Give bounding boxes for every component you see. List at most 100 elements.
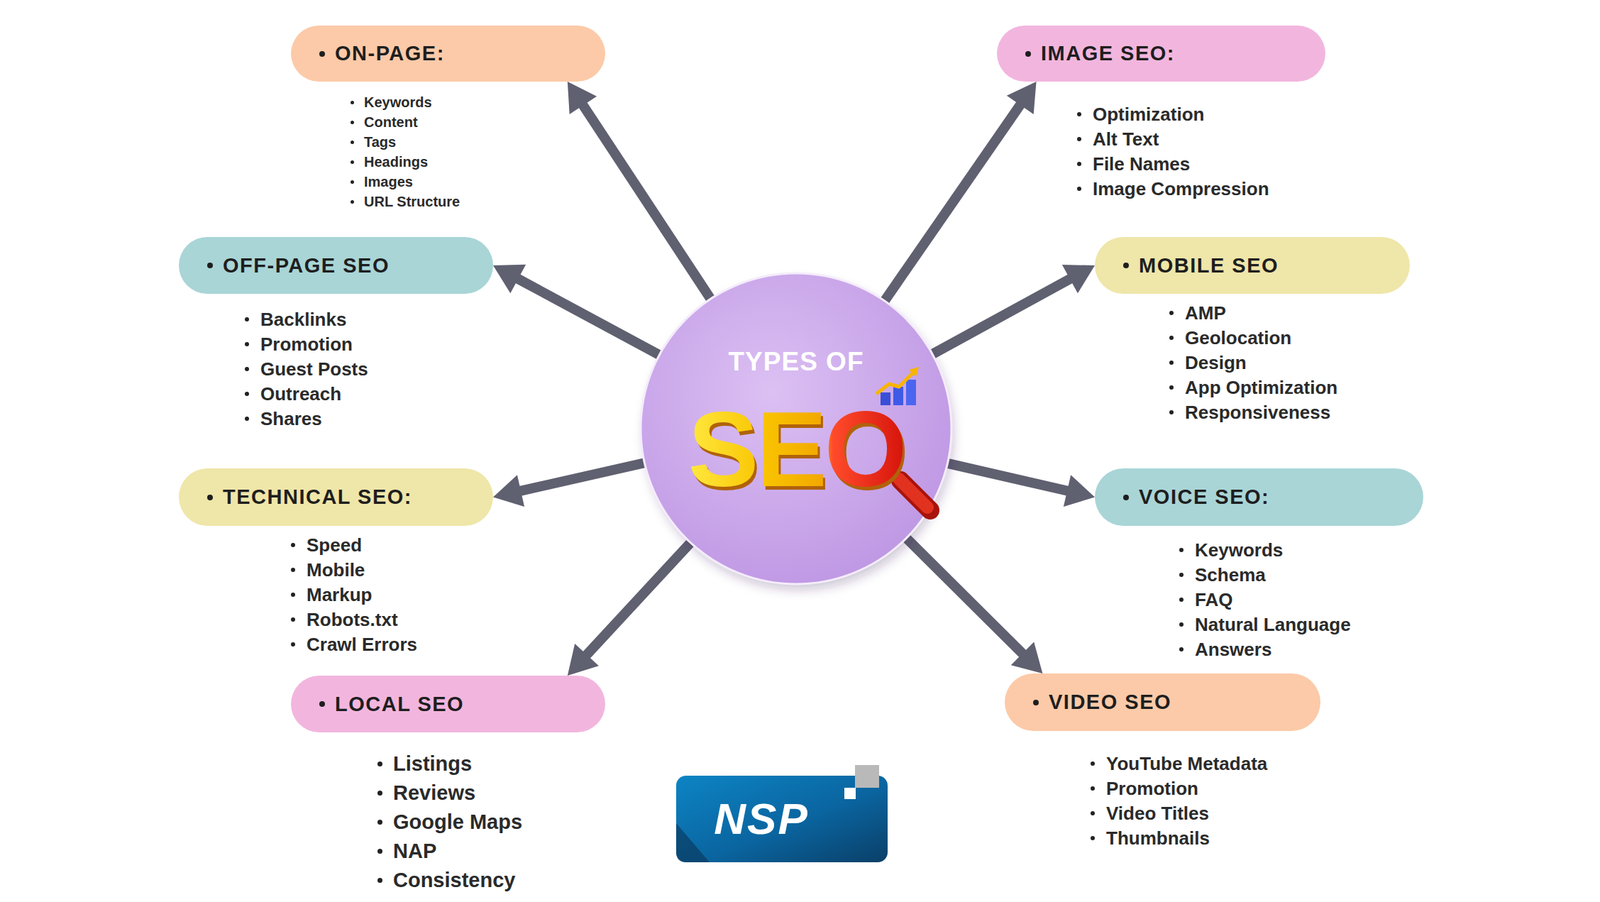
heading-bullet <box>1025 51 1031 57</box>
list-item: Video Titles <box>1089 802 1210 825</box>
list-item: Keywords <box>348 93 433 111</box>
list-item: Shares <box>243 407 323 430</box>
list-text: Robots.txt <box>306 608 399 631</box>
category-pill: MOBILE SEO <box>1094 236 1410 294</box>
heading-bullet <box>207 262 213 269</box>
arrow-head <box>1063 474 1095 507</box>
list-item: Outreach <box>243 383 342 406</box>
connector-arrow <box>493 264 660 355</box>
list-item: Schema <box>1177 564 1266 587</box>
list-text: File Names <box>1092 153 1190 176</box>
list-text: Shares <box>260 407 323 430</box>
list-text: Thumbnails <box>1106 827 1210 850</box>
list-text: Image Compression <box>1092 178 1270 201</box>
list-text: URL Structure <box>363 192 460 211</box>
list-text: Promotion <box>260 333 353 356</box>
list-item: Content <box>348 113 418 131</box>
connector-arrow <box>884 81 1037 301</box>
list-bullet <box>1077 161 1082 167</box>
category-heading: VOICE SEO: <box>1138 468 1270 526</box>
list-text: Geolocation <box>1184 327 1292 350</box>
connector-arrow <box>906 537 1043 674</box>
list-item: YouTube Metadata <box>1089 752 1268 775</box>
heading-bullet <box>319 701 325 707</box>
list-bullet <box>350 140 355 145</box>
list-item: Images <box>348 173 413 191</box>
list-text: Design <box>1184 351 1247 374</box>
category-heading: MOBILE SEO <box>1138 236 1279 294</box>
list-bullet <box>1090 810 1095 816</box>
logo-holder: NSP <box>676 775 847 863</box>
heading-bullet <box>1123 494 1129 501</box>
list-bullet <box>350 200 355 204</box>
list-bullet <box>377 819 383 825</box>
list-item: Tags <box>348 133 396 151</box>
list-bullet <box>1179 547 1184 553</box>
list-text: Tags <box>363 133 396 151</box>
list-text: Keywords <box>1194 539 1283 562</box>
heading-bullet <box>319 51 325 57</box>
list-text: Alt Text <box>1092 128 1159 151</box>
list-text: Schema <box>1194 564 1266 587</box>
arrow-head <box>493 474 525 507</box>
category-pill: TECHNICAL SEO: <box>178 468 494 526</box>
category-pill: IMAGE SEO: <box>996 25 1326 82</box>
list-text: Reviews <box>393 780 476 806</box>
list-item: Listings <box>376 751 472 777</box>
list-bullet <box>350 100 355 105</box>
list-text: Answers <box>1194 638 1272 661</box>
list-item: Design <box>1167 351 1247 374</box>
list-bullet <box>1169 385 1174 390</box>
logo-plate <box>676 775 888 863</box>
list-bullet <box>350 180 355 184</box>
list-item: Responsiveness <box>1167 401 1331 424</box>
list-item: Consistency <box>376 867 516 893</box>
list-bullet <box>244 366 250 372</box>
heading-bullet <box>1033 699 1039 706</box>
list-item: Image Compression <box>1075 178 1270 201</box>
list-item: Keywords <box>1177 539 1283 562</box>
list-bullet <box>350 160 355 164</box>
heading-bullet <box>1123 262 1129 269</box>
list-text: Mobile <box>306 559 365 582</box>
logo-word: SEO <box>688 395 905 503</box>
category-heading: LOCAL SEO <box>334 675 465 733</box>
arrow-shaft <box>582 104 711 299</box>
list-bullet <box>290 642 296 647</box>
list-item: Promotion <box>1089 777 1199 800</box>
list-item: Answers <box>1177 638 1272 661</box>
list-text: YouTube Metadata <box>1106 752 1268 775</box>
list-item: Google Maps <box>376 809 523 835</box>
logo-word-row: SEO <box>640 395 952 503</box>
list-text: AMP <box>1184 302 1227 325</box>
arrow-shaft <box>906 537 1024 655</box>
list-bullet <box>1090 835 1095 841</box>
arrow-head <box>493 264 526 294</box>
arrow-shaft <box>516 278 660 355</box>
list-text: Google Maps <box>393 809 523 835</box>
list-bullet <box>1077 136 1082 142</box>
list-bullet <box>377 848 383 854</box>
list-item: Alt Text <box>1075 128 1159 151</box>
category-heading: IMAGE SEO: <box>1040 25 1175 82</box>
list-bullet <box>244 317 250 322</box>
arrow-shaft <box>586 542 692 656</box>
center-circle: TYPES OFSEO <box>640 273 952 584</box>
arrow-shaft <box>884 103 1022 301</box>
category-pill: VOICE SEO: <box>1094 468 1424 526</box>
list-text: Markup <box>306 583 372 606</box>
list-item: Backlinks <box>243 308 347 331</box>
list-item: File Names <box>1075 153 1190 176</box>
list-bullet <box>1090 786 1095 791</box>
list-item: Markup <box>289 583 372 606</box>
list-bullet <box>244 416 250 421</box>
arrow-head <box>1062 264 1095 294</box>
connector-arrow <box>932 264 1095 355</box>
list-item: Robots.txt <box>289 608 399 631</box>
list-bullet <box>1179 597 1184 602</box>
list-text: Video Titles <box>1106 802 1210 825</box>
list-bullet <box>1169 360 1174 365</box>
list-item: App Optimization <box>1167 376 1338 399</box>
list-text: Optimization <box>1092 103 1205 126</box>
list-text: Consistency <box>393 867 516 893</box>
